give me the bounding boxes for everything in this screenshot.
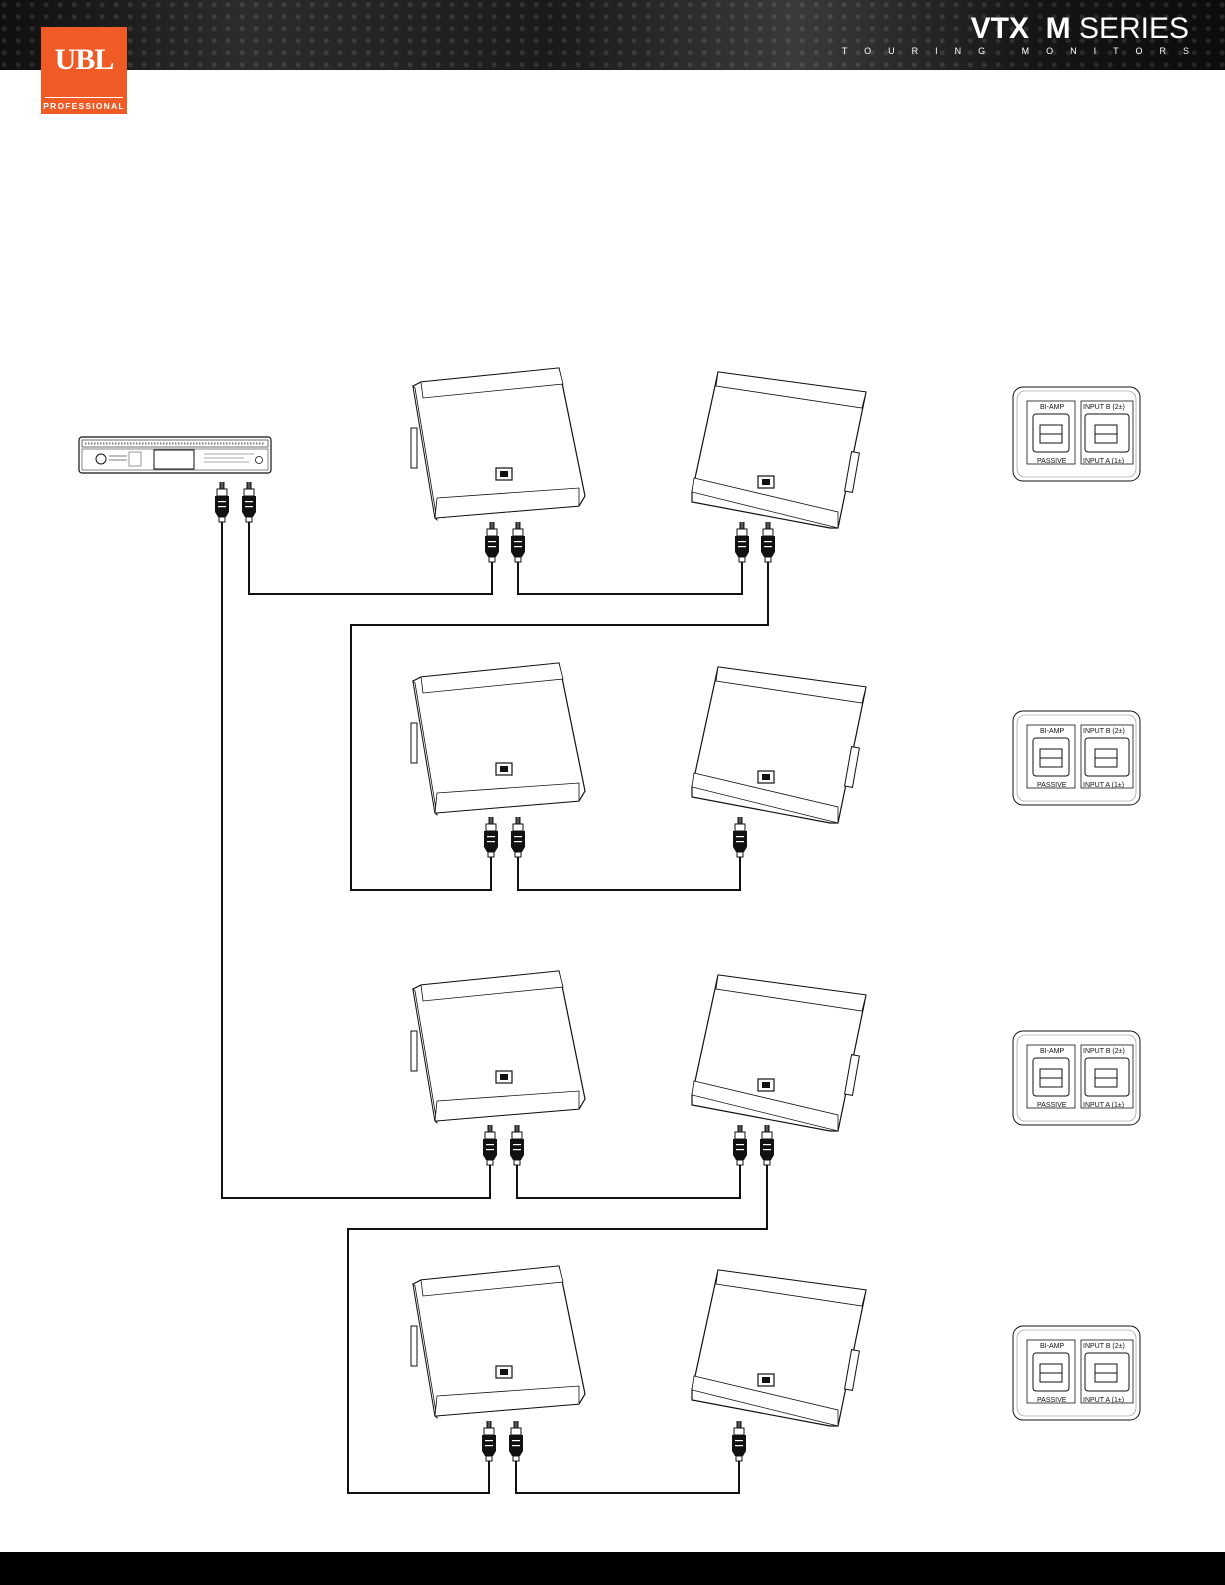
cable-2 (518, 562, 742, 594)
cabinet-layer (411, 368, 866, 1426)
speakon-connector-3 (485, 522, 499, 562)
speakon-connector-15 (509, 1421, 523, 1461)
speakon-connector-5 (735, 522, 749, 562)
speakon-connector-7 (484, 817, 498, 857)
input-a-label: INPUT A (1±) (1083, 1397, 1124, 1404)
monitor-left-row-1 (411, 368, 585, 520)
input-b-label: INPUT B (2±) (1083, 1048, 1125, 1055)
passive-label: PASSIVE (1037, 458, 1067, 465)
monitor-right-row-2 (692, 667, 866, 823)
speakon-connector-9 (733, 817, 747, 857)
monitor-right-row-1 (692, 372, 866, 528)
passive-label: PASSIVE (1037, 782, 1067, 789)
passive-label: PASSIVE (1037, 1397, 1067, 1404)
speakon-connector-16 (732, 1421, 746, 1461)
speakon-connector-1 (215, 482, 229, 522)
speakon-connector-4 (511, 522, 525, 562)
cable-1 (249, 522, 492, 594)
monitor-left-row-4 (411, 1266, 585, 1418)
bi-amp-label: BI-AMP (1040, 1343, 1064, 1350)
logo-wordmark: UBL (41, 43, 127, 77)
switch-panel-row-4: BI-AMP PASSIVE INPUT B (2±) INPUT A (1±) (1013, 1326, 1140, 1420)
speakon-connector-12 (733, 1125, 747, 1165)
monitor-right-row-4 (692, 1270, 866, 1426)
logo-subtitle: PROFESSIONAL (41, 101, 127, 111)
input-b-label: INPUT B (2±) (1083, 728, 1125, 735)
jbl-professional-logo: UBL PROFESSIONAL (41, 27, 127, 114)
input-b-label: INPUT B (2±) (1083, 1343, 1125, 1350)
speakon-connector-11 (510, 1125, 524, 1165)
bi-amp-label: BI-AMP (1040, 1048, 1064, 1055)
input-a-label: INPUT A (1±) (1083, 782, 1124, 789)
input-a-label: INPUT A (1±) (1083, 458, 1124, 465)
passive-label: PASSIVE (1037, 1102, 1067, 1109)
cable-8 (516, 1461, 739, 1493)
monitor-left-row-2 (411, 663, 585, 815)
speakon-connector-14 (482, 1421, 496, 1461)
amplifier-layer (79, 437, 271, 473)
input-a-label: INPUT A (1±) (1083, 1102, 1124, 1109)
switch-panel-row-1: BI-AMP PASSIVE INPUT B (2±) INPUT A (1±) (1013, 387, 1140, 481)
monitor-left-row-3 (411, 971, 585, 1123)
cable-6 (517, 1165, 740, 1198)
bi-amp-label: BI-AMP (1040, 404, 1064, 411)
monitor-right-row-3 (692, 975, 866, 1131)
switch-panel-row-3: BI-AMP PASSIVE INPUT B (2±) INPUT A (1±) (1013, 1031, 1140, 1125)
speakon-connector-2 (242, 482, 256, 522)
logo-divider (45, 97, 123, 98)
speakon-connector-13 (760, 1125, 774, 1165)
speakon-connector-10 (483, 1125, 497, 1165)
bi-amp-label: BI-AMP (1040, 728, 1064, 735)
cable-4 (518, 857, 740, 890)
speakon-connector-8 (511, 817, 525, 857)
amplifier (79, 437, 271, 473)
switch-panel-row-2: BI-AMP PASSIVE INPUT B (2±) INPUT A (1±) (1013, 711, 1140, 805)
input-b-label: INPUT B (2±) (1083, 404, 1125, 411)
footer-bar (0, 1552, 1225, 1585)
speakon-connector-6 (761, 522, 775, 562)
